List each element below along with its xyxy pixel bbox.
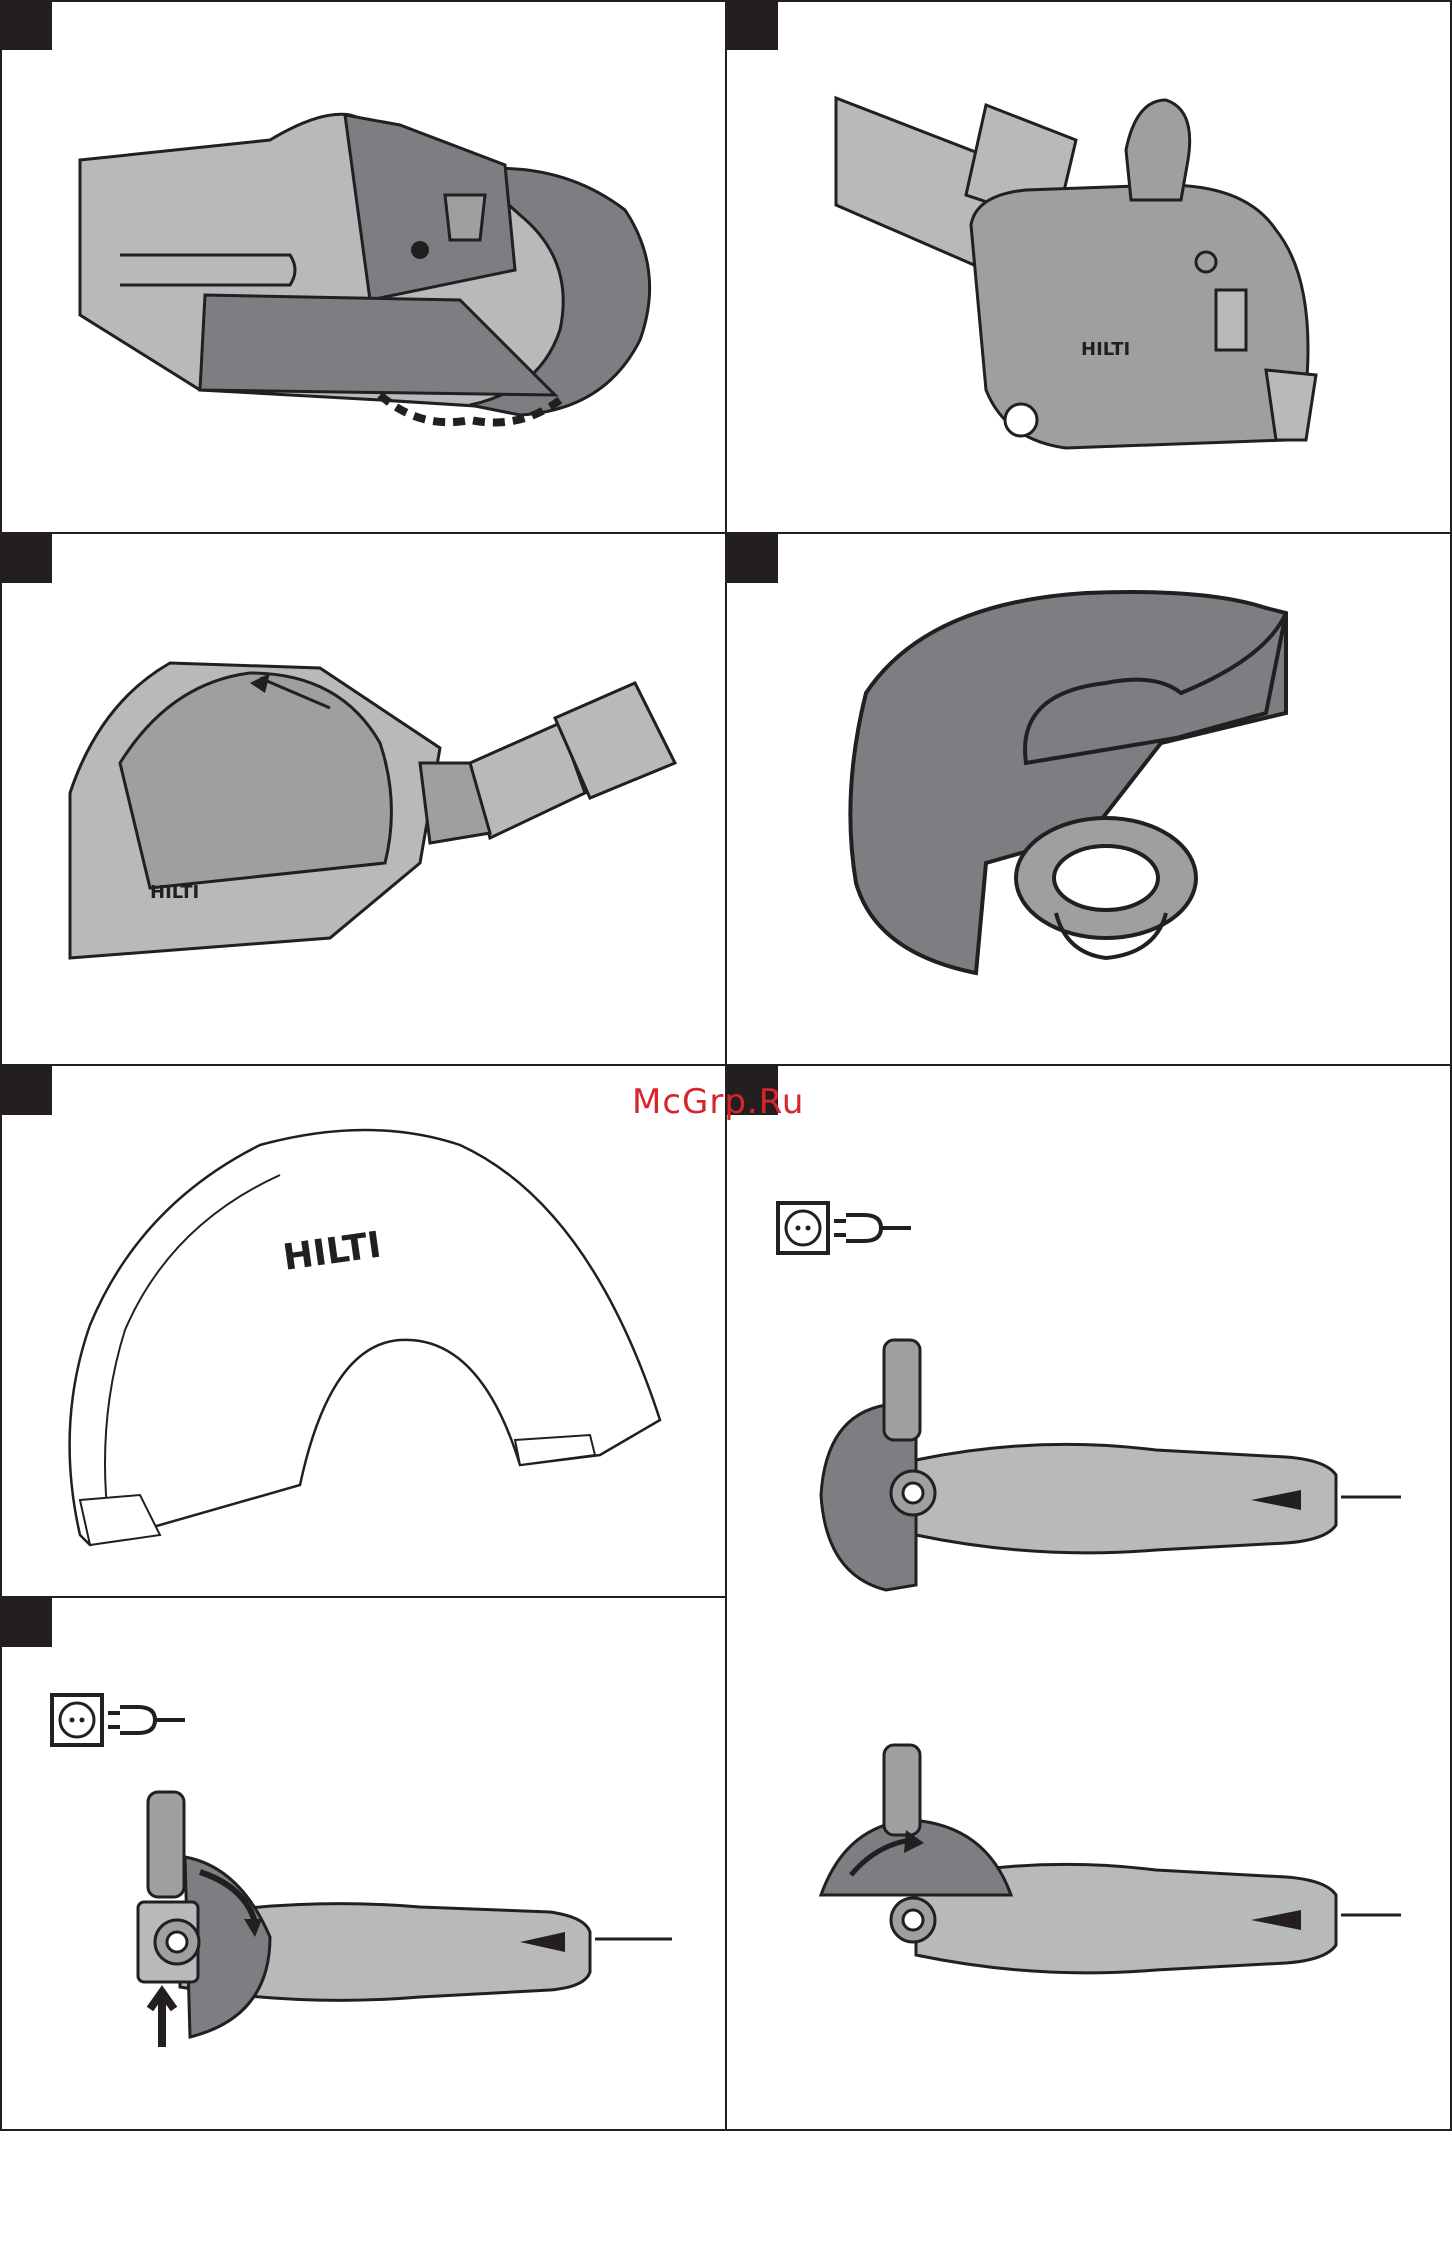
panel-5: HILTI	[0, 1065, 726, 1597]
grinder-guard-rotated-icon	[821, 1340, 1401, 1590]
panel-4	[726, 533, 1452, 1065]
grinder-guard-rotated-2-icon	[821, 1745, 1401, 1973]
power-socket-icon	[52, 1695, 102, 1745]
cutting-guard-outline-icon: HILTI	[0, 1065, 726, 1597]
grinder-release-icon	[138, 1792, 672, 2047]
unplug-and-rotate-guard-icon	[726, 1065, 1452, 2131]
hilti-logo-text: HILTI	[1081, 339, 1130, 360]
panel-3: HILTI	[0, 533, 726, 1065]
dust-hood-cutting-guard-icon: HILTI	[0, 533, 726, 1065]
unplug-icon	[834, 1215, 911, 1241]
watermark-text: McGrp.Ru	[632, 1082, 804, 1122]
unplug-and-release-guard-icon	[0, 1597, 726, 2131]
hilti-logo-text: HILTI	[150, 882, 199, 903]
grinder-guard-closeup-icon	[0, 0, 726, 533]
wheel-guard-icon	[726, 533, 1452, 1065]
dust-hood-grinder-icon: HILTI	[726, 0, 1452, 533]
panel-1	[0, 0, 726, 533]
unplug-icon	[108, 1707, 185, 1733]
panel-2: HILTI	[726, 0, 1452, 533]
panel-7	[0, 1597, 726, 2131]
power-socket-icon	[778, 1203, 828, 1253]
panel-6	[726, 1065, 1452, 2131]
